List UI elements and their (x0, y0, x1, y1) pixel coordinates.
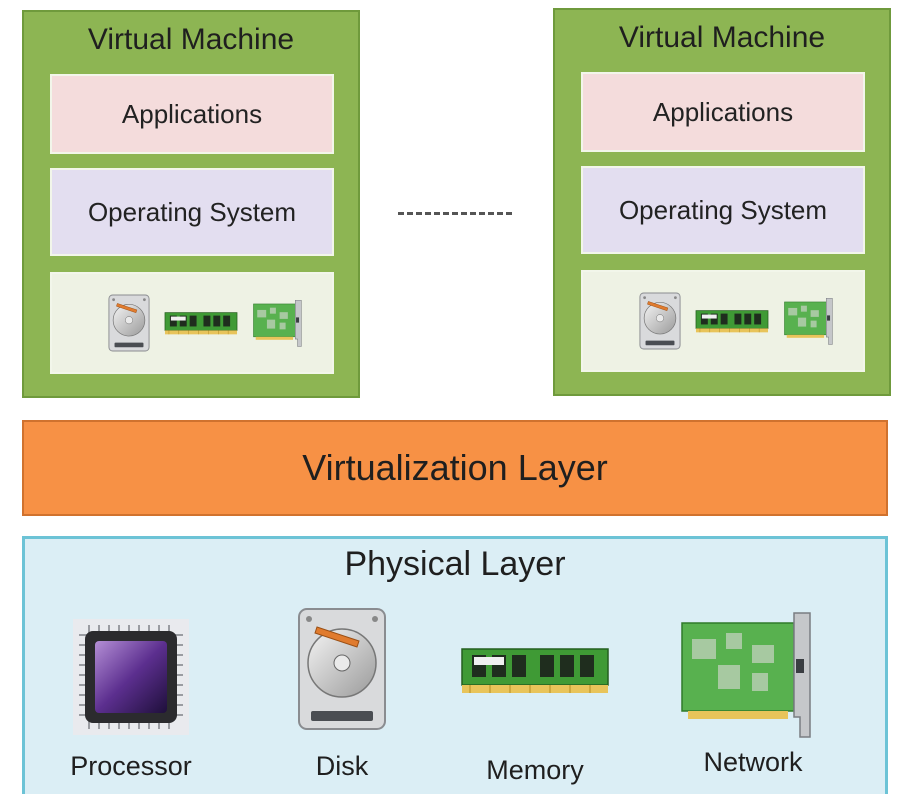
operating-system-box: Operating System (50, 168, 334, 256)
network-card-icon (783, 296, 839, 346)
component-label: Processor (70, 751, 192, 781)
ellipsis-dashes (398, 212, 512, 215)
disk-icon (108, 294, 150, 352)
network-card-icon (252, 298, 308, 348)
network-card-icon (678, 609, 828, 739)
component-label: Disk (315, 751, 369, 781)
processor-icon (73, 619, 189, 735)
component-disk: Disk (262, 607, 422, 782)
vm-title: Virtual Machine (87, 23, 295, 56)
operating-system-box: Operating System (581, 166, 865, 254)
memory-icon (164, 310, 238, 336)
virtual-machine-2: Virtual Machine Applications Operating S… (553, 8, 891, 396)
memory-icon (695, 308, 769, 334)
component-label: Network (703, 747, 803, 777)
applications-box: Applications (581, 72, 865, 152)
applications-box: Applications (50, 74, 334, 154)
virtual-machine-1: Virtual Machine Applications Operating S… (22, 10, 360, 398)
virtualization-layer: Virtualization Layer (22, 420, 888, 516)
disk-icon (297, 607, 387, 731)
disk-icon (639, 292, 681, 350)
vm-title: Virtual Machine (618, 21, 826, 54)
component-memory: Memory (455, 645, 615, 786)
memory-icon (460, 645, 610, 695)
component-label: Memory (486, 755, 584, 785)
physical-layer-title: Physical Layer (344, 545, 566, 583)
physical-layer: Physical Layer Processor Disk Memory Net… (22, 536, 888, 794)
virtual-hardware-box (50, 272, 334, 374)
component-network: Network (673, 609, 833, 778)
virtual-hardware-box (581, 270, 865, 372)
component-processor: Processor (51, 619, 211, 782)
